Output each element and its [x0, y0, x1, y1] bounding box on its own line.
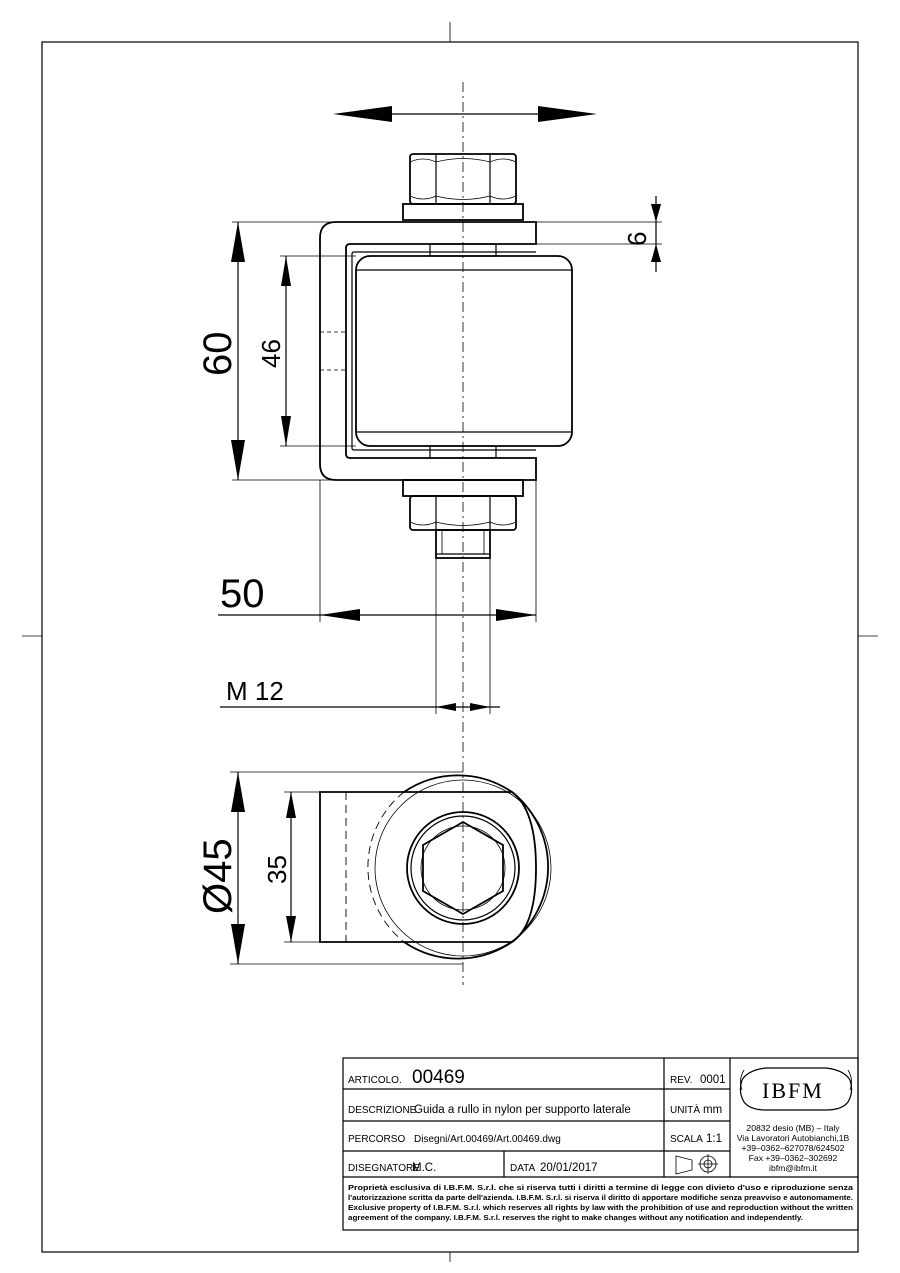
dim-height-roller: 46 [256, 255, 356, 447]
address-line-2: Via Lavoratori Autobianchi,1B [737, 1133, 850, 1143]
dim-thread-label: M 12 [226, 676, 284, 706]
rev-label: REV. [670, 1075, 692, 1086]
projection-symbol-icon [675, 1154, 718, 1175]
hex-nut-top [422, 820, 504, 916]
dim-plate-thickness: 6 [536, 196, 662, 272]
unita-label: UNITÀ [670, 1103, 700, 1116]
nylon-roller [355, 255, 573, 447]
articolo-label: ARTICOLO. [348, 1075, 402, 1086]
logo-text: IBFM [762, 1078, 824, 1103]
dim-height-overall: 60 [196, 221, 336, 481]
data-value: 20/01/2017 [540, 1162, 598, 1174]
legal-line-1: Proprietà esclusiva di I.B.F.M. S.r.l. c… [348, 1183, 854, 1192]
ibfm-logo: IBFM [739, 1067, 853, 1111]
disegnatore-value: M.C. [412, 1162, 436, 1174]
legal-line-3: Exclusive property of I.B.F.M. S.r.l. wh… [348, 1203, 853, 1212]
legal-line-2: l'autorizzazione scritta da parte dell'a… [348, 1193, 853, 1202]
dim-diameter: Ø45 [196, 771, 463, 965]
articolo-value: 00469 [412, 1067, 465, 1088]
top-nut [409, 153, 517, 205]
dim-6-label: 6 [622, 232, 652, 246]
dim-35-label: 35 [262, 855, 292, 884]
percorso-label: PERCORSO [348, 1134, 405, 1145]
unita-value: mm [703, 1104, 722, 1116]
motion-arrow [333, 106, 597, 122]
descrizione-value: Guida a rullo in nylon per supporto late… [414, 1104, 631, 1116]
scala-value: 1:1 [706, 1133, 722, 1145]
bottom-nut [409, 495, 517, 531]
dim-thread: M 12 [220, 558, 500, 714]
percorso-value: Disegni/Art.00469/Art.00469.dwg [414, 1134, 561, 1145]
scala-label: SCALA [670, 1134, 703, 1145]
descrizione-label: DESCRIZIONE [348, 1105, 417, 1116]
bolt-thread [435, 529, 491, 559]
u-bracket [319, 221, 537, 481]
dim-width: 50 [218, 480, 537, 622]
dim-width-small: 35 [262, 791, 320, 943]
title-block: ARTICOLO. 00469 REV. 0001 DESCRIZIONE Gu… [342, 1057, 859, 1231]
top-washer [402, 203, 524, 221]
email: ibfm@ibfm.it [769, 1163, 817, 1173]
data-label: DATA [510, 1163, 536, 1174]
dim-diameter-label: Ø45 [196, 838, 240, 914]
fax: Fax +39–0362–302692 [749, 1153, 838, 1163]
top-view [319, 774, 552, 960]
dim-46-label: 46 [256, 339, 286, 368]
dim-50-label: 50 [220, 572, 265, 616]
dim-60-label: 60 [196, 332, 240, 377]
legal-line-4: agreement of the company. I.B.F.M. S.r.l… [348, 1213, 803, 1222]
sheet-border [22, 22, 878, 1262]
address-line-1: 20832 desio (MB) – Italy [746, 1123, 840, 1133]
phone: +39–0362–627078/624502 [742, 1143, 845, 1153]
rev-value: 0001 [700, 1074, 726, 1086]
disegnatore-label: DISEGNATORE [348, 1163, 420, 1174]
side-view [319, 153, 573, 559]
